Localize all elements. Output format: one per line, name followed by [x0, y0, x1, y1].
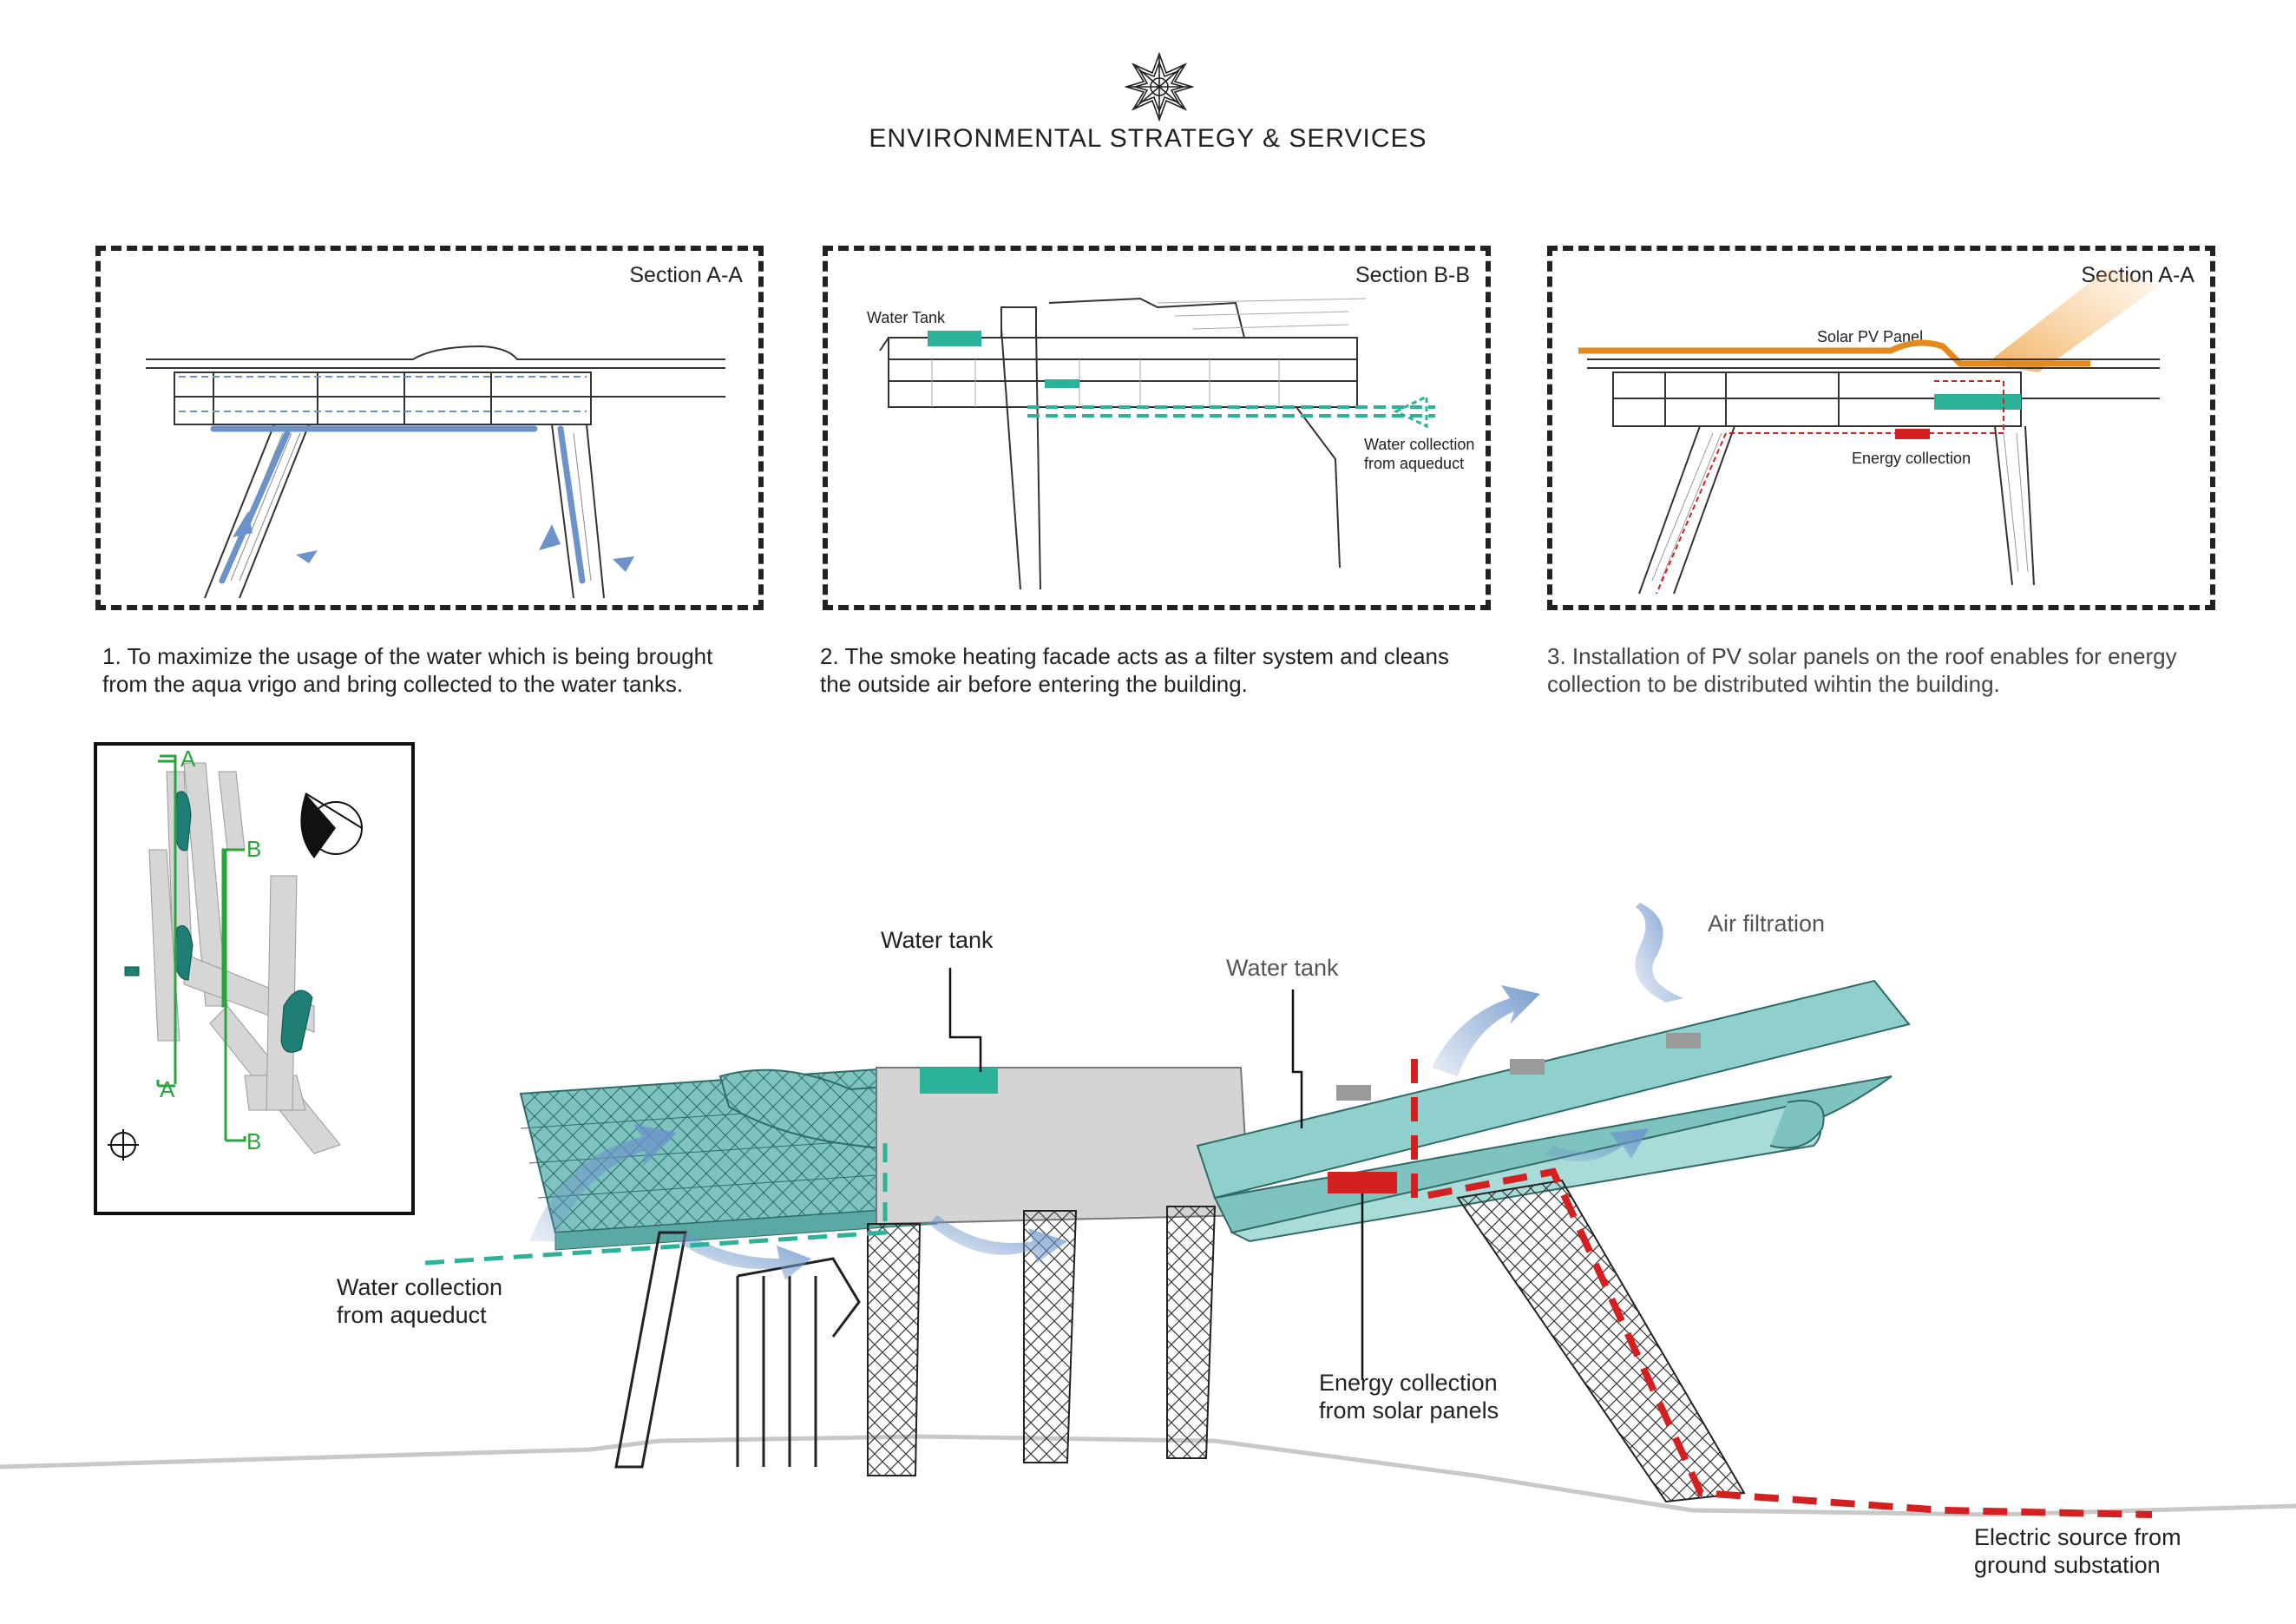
section-mark-b-top: B [246, 836, 261, 862]
label-water-tank-left: Water tank [881, 926, 994, 954]
section-panel-air: Section B-B Water Tank Water collection … [823, 246, 1491, 610]
axonometric-drawing [0, 868, 2296, 1624]
north-arrow-icon [300, 793, 362, 858]
label-energy-collection: Energy collection from solar panels [1319, 1369, 1545, 1424]
caption-water-strategy: 1. To maximize the usage of the water wh… [102, 642, 762, 698]
section-drawing-water [101, 251, 764, 610]
section-mark-a-top: A [180, 746, 196, 772]
section-panel-solar: Section A-A Solar PV Panel Energy collec… [1547, 246, 2215, 610]
section-drawing-solar [1552, 251, 2215, 610]
label-water-tank-right: Water tank [1226, 954, 1339, 982]
page-title: ENVIRONMENTAL STRATEGY & SERVICES [0, 124, 2296, 154]
section-panel-water: Section A-A [95, 246, 764, 610]
solar-panel-strip [1328, 1172, 1397, 1193]
caption-solar-strategy: 3. Installation of PV solar panels on th… [1547, 642, 2207, 698]
stair-structure [738, 1259, 859, 1467]
label-electric-source: Electric source from ground substation [1974, 1523, 2234, 1579]
label-air-filtration: Air filtration [1708, 910, 1825, 937]
ornamental-star-icon [1125, 52, 1194, 122]
label-water-collection: Water collection from aqueduct [337, 1273, 545, 1329]
water-tank-box-left [920, 1068, 998, 1094]
ground-line [0, 1437, 2296, 1515]
caption-air-strategy: 2. The smoke heating facade acts as a fi… [820, 642, 1479, 698]
section-drawing-air [828, 251, 1491, 610]
